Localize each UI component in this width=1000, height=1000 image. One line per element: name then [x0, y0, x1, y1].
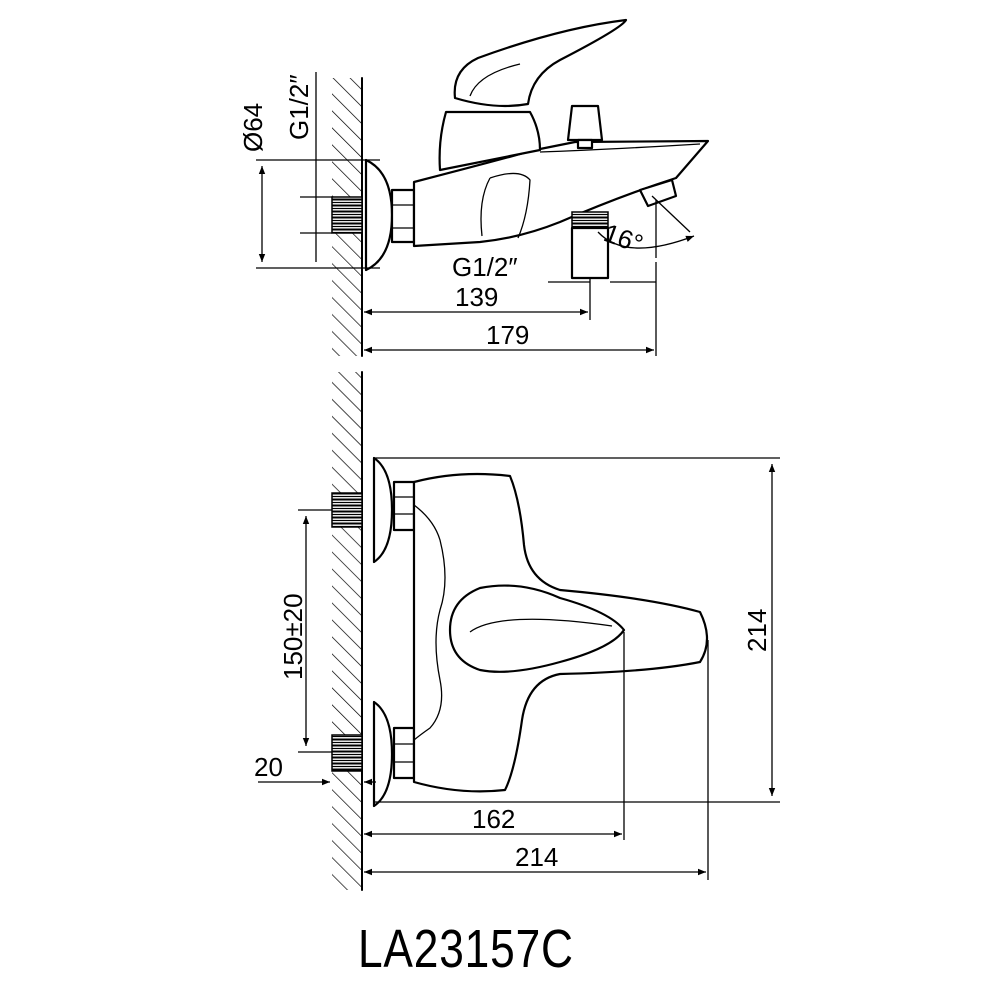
dim-outlet-thread: G1/2″	[452, 252, 518, 282]
side-view: Ø64 G1/2″ G1/2″ 16° 139 179	[238, 18, 710, 357]
lever-handle-front	[448, 584, 626, 673]
dim-spout-length: 179	[486, 320, 529, 350]
upper-escutcheon	[372, 456, 394, 564]
dim-thread-depth: 20	[254, 752, 283, 782]
dim-height: 214	[742, 609, 772, 652]
dim-connection-dia: Ø64	[238, 103, 268, 152]
dim-lever-reach: 162	[472, 804, 515, 834]
cartridge-housing	[438, 110, 542, 172]
dim-width: 214	[515, 842, 558, 872]
lower-wall-thread	[331, 734, 363, 772]
dim-outlet-distance: 139	[455, 282, 498, 312]
escutcheon	[364, 158, 394, 272]
lever-handle	[453, 18, 628, 108]
bottom-outlet-thread	[571, 211, 609, 229]
upper-nut	[392, 480, 416, 532]
lower-escutcheon	[372, 700, 394, 808]
connector-nut	[390, 188, 416, 244]
wall-thread	[331, 196, 363, 234]
dim-wall-thread: G1/2″	[284, 74, 314, 140]
diverter-knob	[566, 104, 604, 142]
mixer-body	[412, 139, 710, 248]
front-view: 214 150±20 20 162 214	[254, 371, 780, 891]
wall-bottom	[332, 371, 363, 891]
model-code: LA23157C	[357, 919, 574, 979]
aerator	[638, 178, 678, 208]
lower-nut	[392, 726, 416, 780]
dim-center-distance: 150±20	[278, 593, 308, 680]
upper-wall-thread	[331, 492, 363, 528]
